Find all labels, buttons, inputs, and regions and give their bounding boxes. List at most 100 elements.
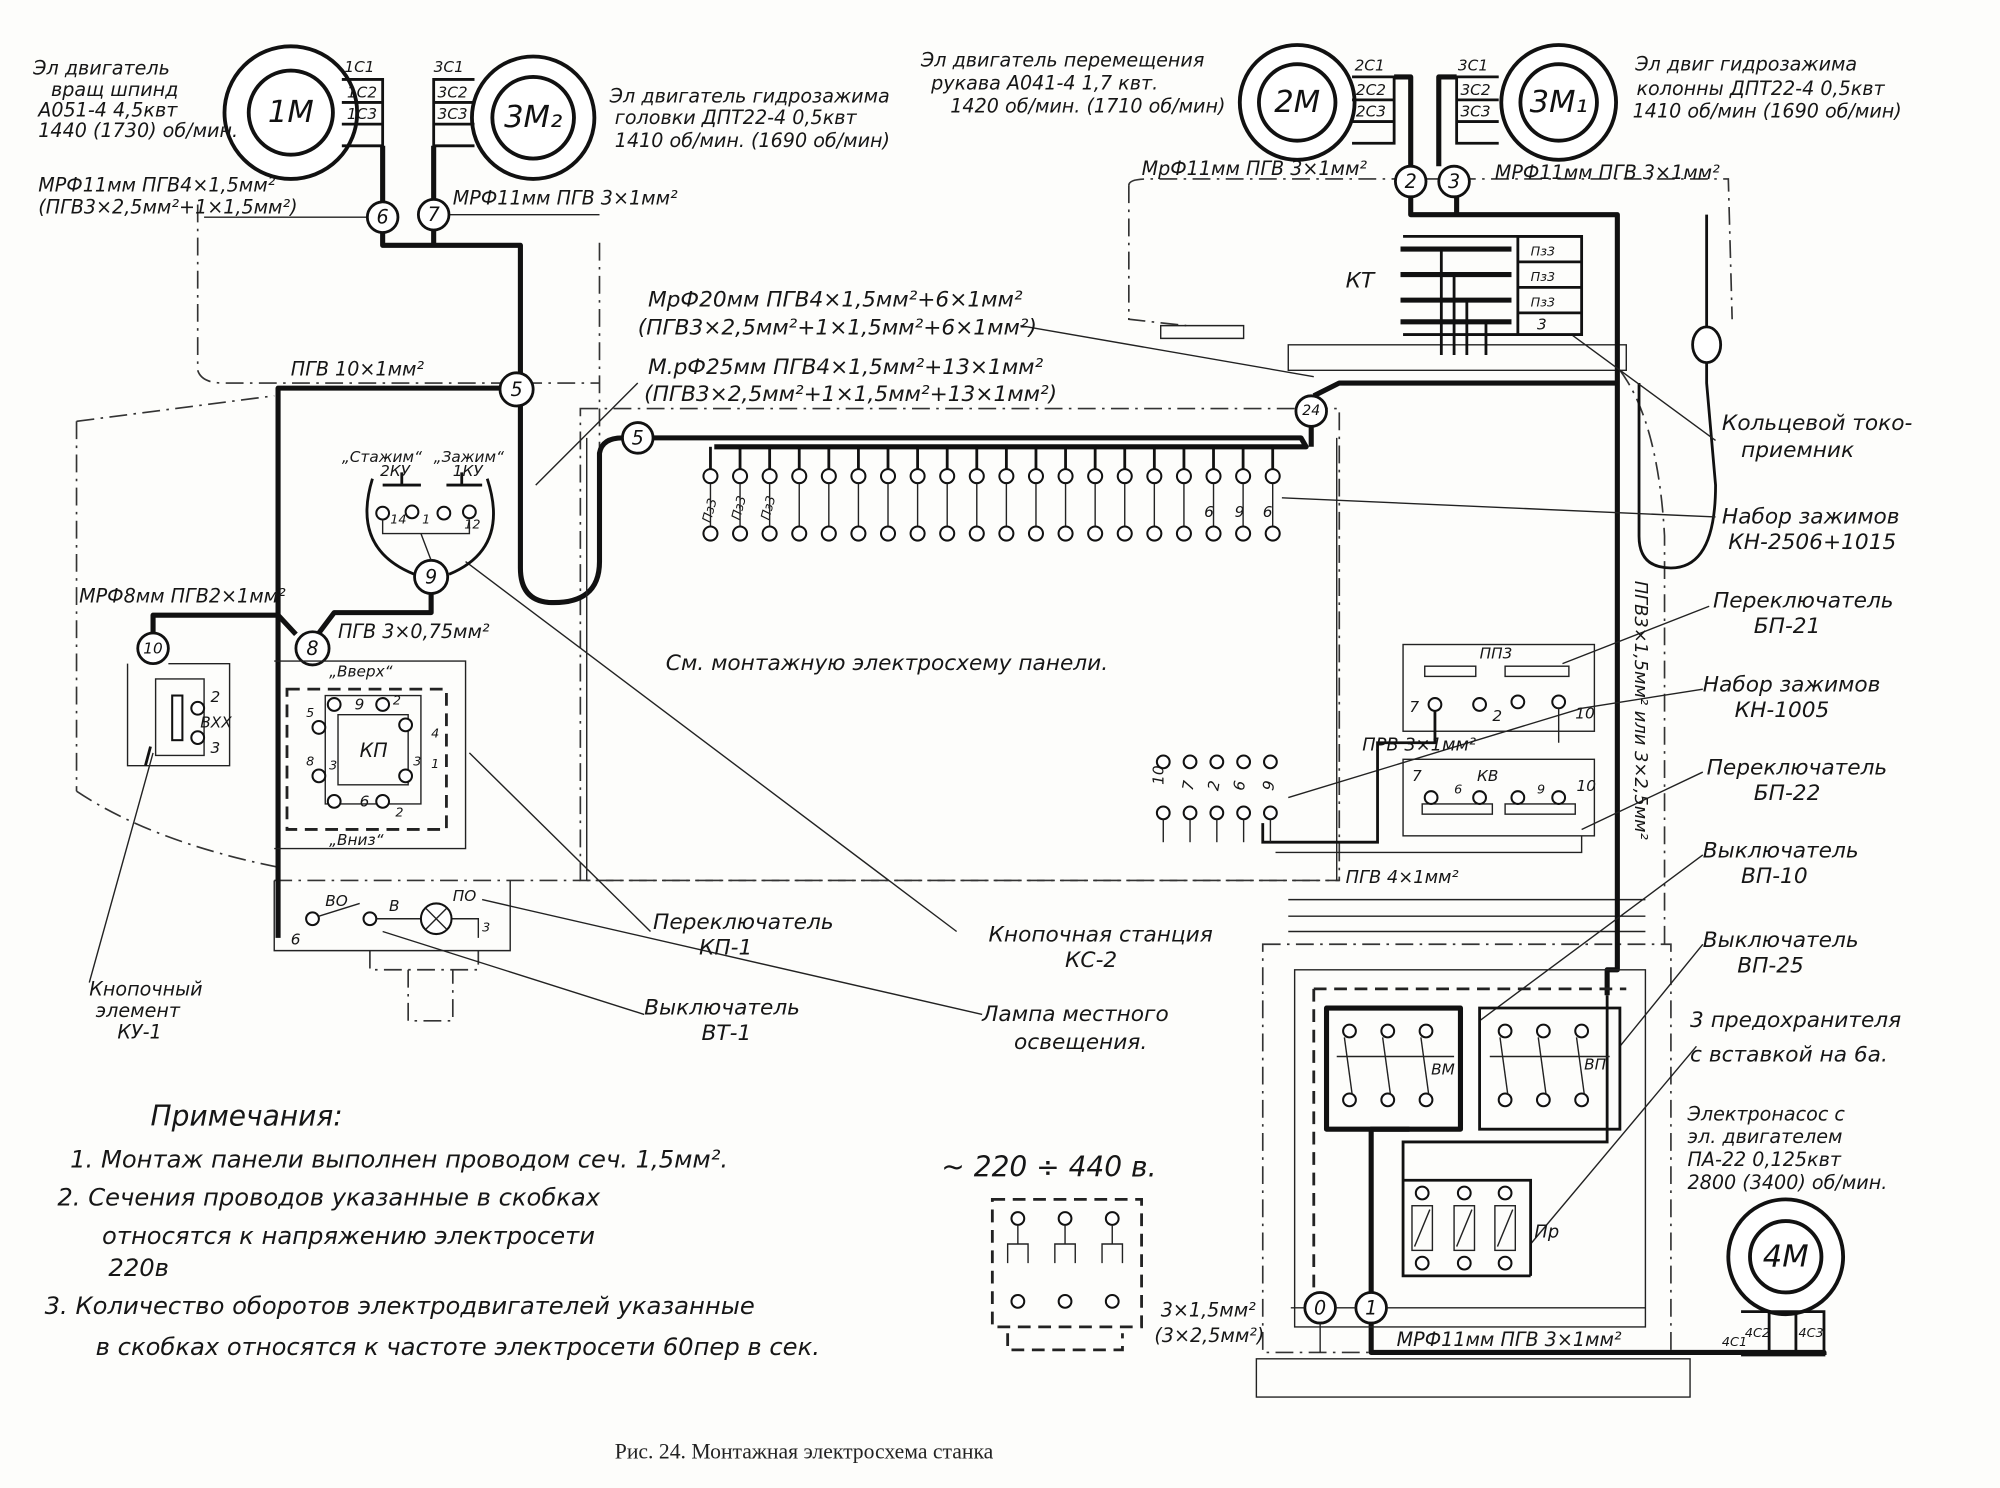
svg-text:2: 2 [395,806,403,821]
strip-terminal-bottom [909,525,926,542]
fuse-terminal [1497,1185,1513,1201]
svg-text:6: 6 [1454,783,1462,798]
strip-terminal-top [998,468,1015,485]
svg-text:ВО: ВО [325,892,348,910]
svg-text:„Зажим“: „Зажим“ [434,448,504,466]
supply-terminal [1104,1294,1120,1309]
svg-text:Эл двигатель: Эл двигатель [32,56,170,79]
svg-text:МРФ8мм ПГВ2×1мм²: МРФ8мм ПГВ2×1мм² [79,584,286,607]
svg-text:1С3: 1С3 [347,105,377,123]
svg-text:ПРВ 3×1мм²: ПРВ 3×1мм² [1362,734,1476,755]
motor-3m2: 3М₂ 3С1 3С2 3С3 [432,54,597,181]
strip-terminal-bottom [1205,525,1222,542]
svg-text:2С2: 2С2 [1356,81,1386,99]
svg-text:Электронасос с: Электронасос с [1686,1102,1845,1125]
switch-terminal [1574,1023,1590,1039]
svg-text:(ПГВ3×2,5мм²+1×1,5мм²): (ПГВ3×2,5мм²+1×1,5мм²) [38,195,297,218]
svg-text:9: 9 [1259,779,1278,792]
strip-terminal-top [879,468,897,485]
fuse-link [1496,1209,1514,1247]
strip-terminal-bottom [1146,525,1163,542]
svg-text:МрФ11мм ПГВ 3×1мм²: МрФ11мм ПГВ 3×1мм² [1142,157,1368,180]
strip-terminal-bottom [998,525,1015,542]
cabinet-vp10-vp25-fuses: ВМ ВП Пр [1290,969,1647,1353]
supply-contact [1006,1224,1029,1264]
svg-text:эл. двигателем: эл. двигателем [1688,1125,1843,1148]
svg-text:9: 9 [425,565,437,588]
kt-block: КТ Пз3 Пз3 Пз3 3 [1346,234,1584,355]
strip-terminal-bottom [732,525,749,542]
strip-terminal-top [761,468,778,485]
kn-terminal-bottom [1263,805,1278,821]
svg-text:ВТ-1: ВТ-1 [702,1021,752,1046]
strip-terminal-top [1235,468,1252,485]
svg-text:Эл двиг гидрозажима: Эл двиг гидрозажима [1634,53,1857,76]
fuse-icon [1453,1205,1476,1252]
svg-text:7: 7 [1412,767,1422,785]
svg-text:ПГВ 10×1мм²: ПГВ 10×1мм² [291,357,425,380]
strip-terminal-bottom [702,525,719,542]
switch-bp22-kv: 7 КВ 6 9 10 [1261,708,1596,854]
supply-contact [1054,1224,1076,1264]
svg-text:Эл двигатель гидрозажима: Эл двигатель гидрозажима [609,84,890,107]
svg-text:2. Сечения проводов указанные: 2. Сечения проводов указанные в скобках [57,1184,600,1212]
svg-text:КН-1005: КН-1005 [1735,698,1830,723]
fuse-terminal [1456,1255,1472,1271]
svg-text:6: 6 [377,206,389,229]
svg-text:3: 3 [210,739,220,757]
svg-text:2: 2 [1405,170,1417,193]
motor-3m1: 3М₁ 3С1 3С2 3С3 [1455,43,1618,162]
strip-terminal-bottom [791,525,808,542]
svg-text:4М: 4М [1763,1239,1809,1274]
svg-text:3: 3 [482,921,490,936]
fuse-link [1413,1209,1431,1247]
svg-text:3С3: 3С3 [1460,102,1490,120]
svg-text:4: 4 [431,727,439,742]
svg-text:1: 1 [422,512,430,527]
svg-text:КТ: КТ [1346,268,1376,293]
svg-text:3: 3 [329,759,337,774]
strip-terminal-bottom [879,525,897,542]
strip-terminal-top [1146,468,1163,485]
svg-text:7: 7 [1409,698,1419,716]
ring-collector [1691,325,1723,365]
switch-terminal [1418,1092,1434,1108]
svg-text:3: 3 [1448,170,1460,193]
panel-note: См. монтажную электросхему панели. [666,651,1108,676]
svg-text:Набор зажимов: Набор зажимов [1703,673,1881,698]
svg-text:„Вниз“: „Вниз“ [329,831,383,849]
svg-text:Выключатель: Выключатель [1703,839,1859,864]
svg-text:Переключатель: Переключатель [1707,756,1888,781]
kn-terminal-bottom [1155,805,1171,821]
svg-text:головки ДПТ22-4 0,5квт: головки ДПТ22-4 0,5квт [615,106,858,129]
strip-terminal-top [850,468,867,485]
switch-terminal [1342,1023,1357,1039]
svg-text:КС-2: КС-2 [1065,948,1117,973]
svg-text:КВ: КВ [1477,767,1498,785]
svg-text:Лампа местного: Лампа местного [981,1002,1169,1027]
switch-blade [1499,1037,1509,1094]
svg-text:ПГВ 4×1мм²: ПГВ 4×1мм² [1346,867,1459,888]
svg-text:МрФ20мм ПГВ4×1,5мм²+6×1мм²: МрФ20мм ПГВ4×1,5мм²+6×1мм² [648,288,1023,313]
svg-text:24: 24 [1302,403,1320,419]
svg-text:Пз3: Пз3 [759,494,780,522]
svg-text:14: 14 [390,512,406,527]
switch-blade [1381,1037,1392,1094]
svg-text:ВХХ: ВХХ [200,713,232,731]
svg-text:КП-1: КП-1 [699,935,752,960]
svg-text:1410 об/мин. (1690 об/мин): 1410 об/мин. (1690 об/мин) [615,129,890,152]
cable-labels: МРФ11мм ПГВ4×1,5мм² (ПГВ3×2,5мм²+1×1,5мм… [38,157,1720,1351]
svg-text:приемник: приемник [1741,438,1854,463]
switch-kp1: „Вверх“ „Вниз“ КП 5 9 2 4 8 3 3 1 6 2 [274,660,467,850]
svg-text:2КУ: 2КУ [380,462,412,480]
strip-terminal-bottom [1027,525,1045,542]
svg-text:Кнопочная станция: Кнопочная станция [989,923,1213,948]
svg-text:8: 8 [306,755,314,770]
svg-text:1С2: 1С2 [347,83,377,101]
svg-text:в скобках относятся к частоте: в скобках относятся к частоте электросет… [96,1333,820,1361]
svg-text:колонны ДПТ22-4 0,5квт: колонны ДПТ22-4 0,5квт [1636,77,1885,100]
switch-terminal [1497,1023,1513,1039]
strip-terminal-bottom [1057,525,1074,542]
supply-terminal [1010,1294,1026,1309]
